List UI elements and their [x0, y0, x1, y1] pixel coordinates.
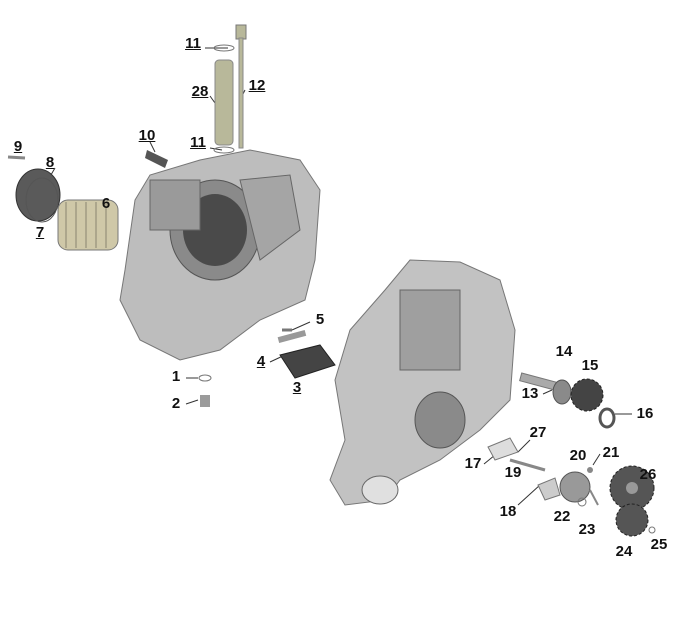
gear-assembly — [487, 372, 656, 537]
callout-2[interactable]: 2 — [171, 395, 181, 412]
callout-28[interactable]: 28 — [191, 83, 209, 100]
right-crankcase — [329, 259, 516, 506]
callout-26[interactable]: 26 — [639, 466, 657, 483]
callout-5[interactable]: 5 — [315, 311, 325, 328]
bolt-part — [7, 155, 26, 160]
callout-10[interactable]: 10 — [138, 127, 156, 144]
oil-filter — [57, 199, 119, 251]
callout-27[interactable]: 27 — [529, 424, 547, 441]
callout-1[interactable]: 1 — [171, 368, 181, 385]
callout-6[interactable]: 6 — [101, 195, 111, 212]
callout-15[interactable]: 15 — [581, 357, 599, 374]
callout-3[interactable]: 3 — [292, 379, 302, 396]
sensor-part — [145, 150, 168, 168]
callout-16[interactable]: 16 — [636, 405, 654, 422]
callout-20[interactable]: 20 — [569, 447, 587, 464]
callout-23[interactable]: 23 — [578, 521, 596, 538]
callout-4[interactable]: 4 — [256, 353, 266, 370]
callout-13[interactable]: 13 — [521, 385, 539, 402]
drain-plug — [200, 395, 210, 407]
callout-7[interactable]: 7 — [35, 224, 45, 241]
callout-9[interactable]: 9 — [13, 138, 23, 155]
callout-22[interactable]: 22 — [553, 508, 571, 525]
callout-11-bottom[interactable]: 11 — [190, 134, 206, 151]
callout-19[interactable]: 19 — [504, 464, 522, 481]
callout-11-top[interactable]: 11 — [185, 35, 201, 52]
callout-17[interactable]: 17 — [464, 455, 482, 472]
dipstick — [213, 24, 247, 154]
callout-18[interactable]: 18 — [499, 503, 517, 520]
filter-cover — [15, 168, 61, 223]
o-ring — [198, 374, 212, 382]
callout-24[interactable]: 24 — [615, 543, 633, 560]
callout-21[interactable]: 21 — [602, 444, 620, 461]
left-crankcase — [119, 149, 321, 361]
oil-screen — [277, 328, 336, 379]
callout-8[interactable]: 8 — [45, 154, 55, 171]
callout-12[interactable]: 12 — [248, 77, 266, 94]
callout-14[interactable]: 14 — [555, 343, 573, 360]
callout-25[interactable]: 25 — [650, 536, 668, 553]
